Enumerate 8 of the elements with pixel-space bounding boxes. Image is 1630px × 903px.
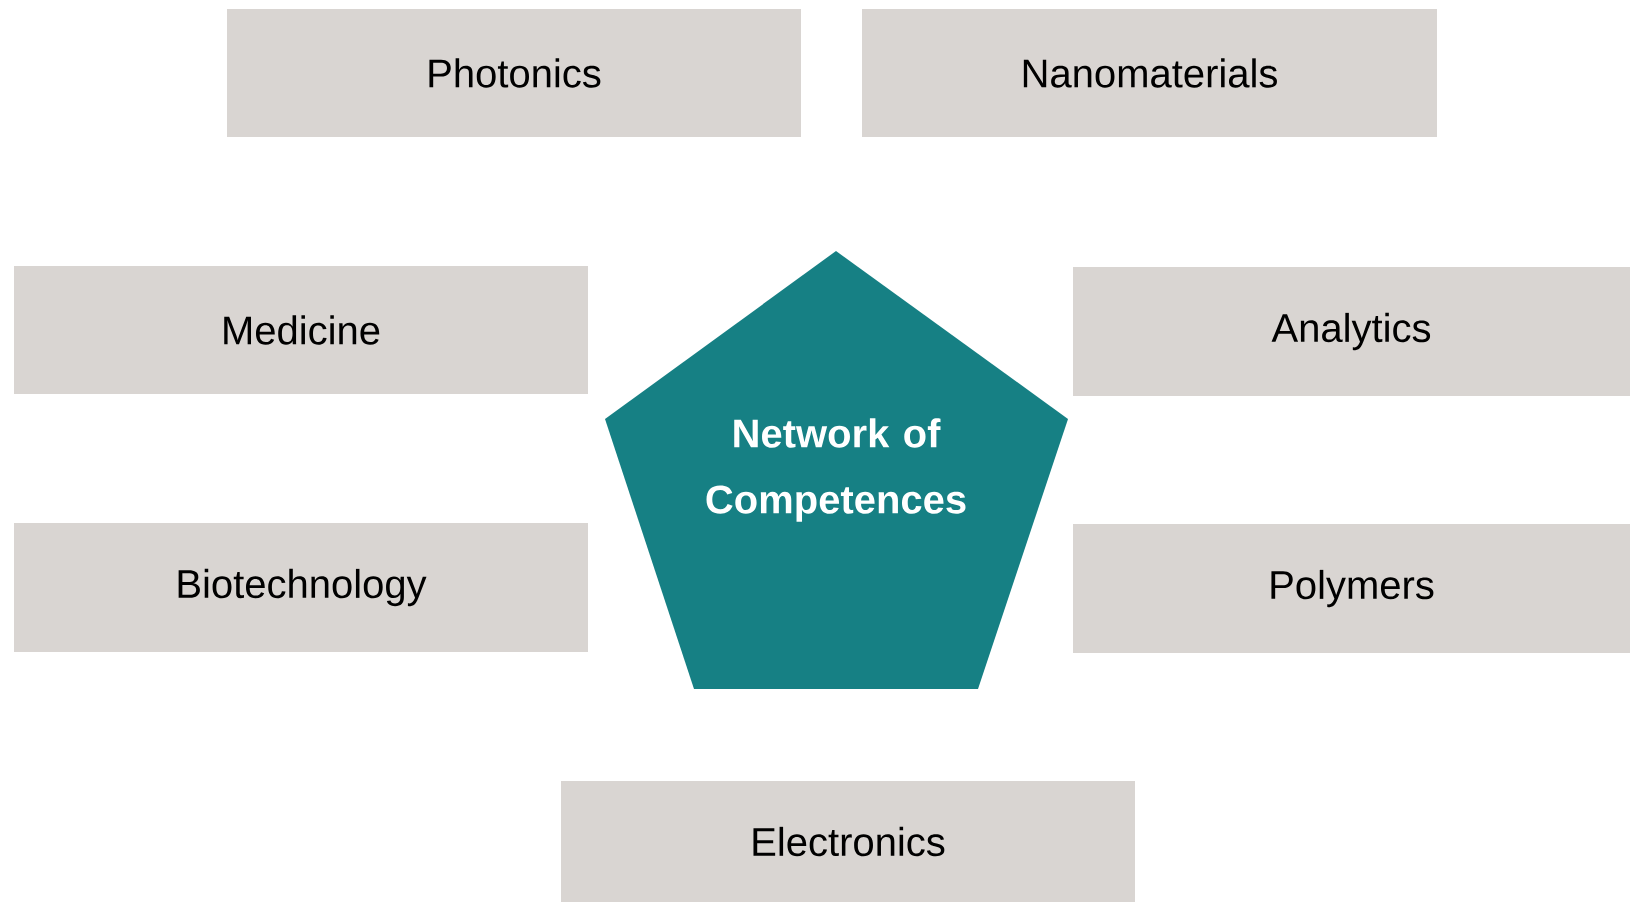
category-box: Analytics xyxy=(1073,267,1630,396)
category-box: Electronics xyxy=(561,781,1135,902)
category-box: Polymers xyxy=(1073,524,1630,653)
category-box: Medicine xyxy=(14,266,588,394)
pentagon: Network of Competences xyxy=(605,251,1068,689)
category-box: Nanomaterials xyxy=(862,9,1437,137)
category-box: Photonics xyxy=(227,9,801,137)
category-box: Biotechnology xyxy=(14,523,588,652)
